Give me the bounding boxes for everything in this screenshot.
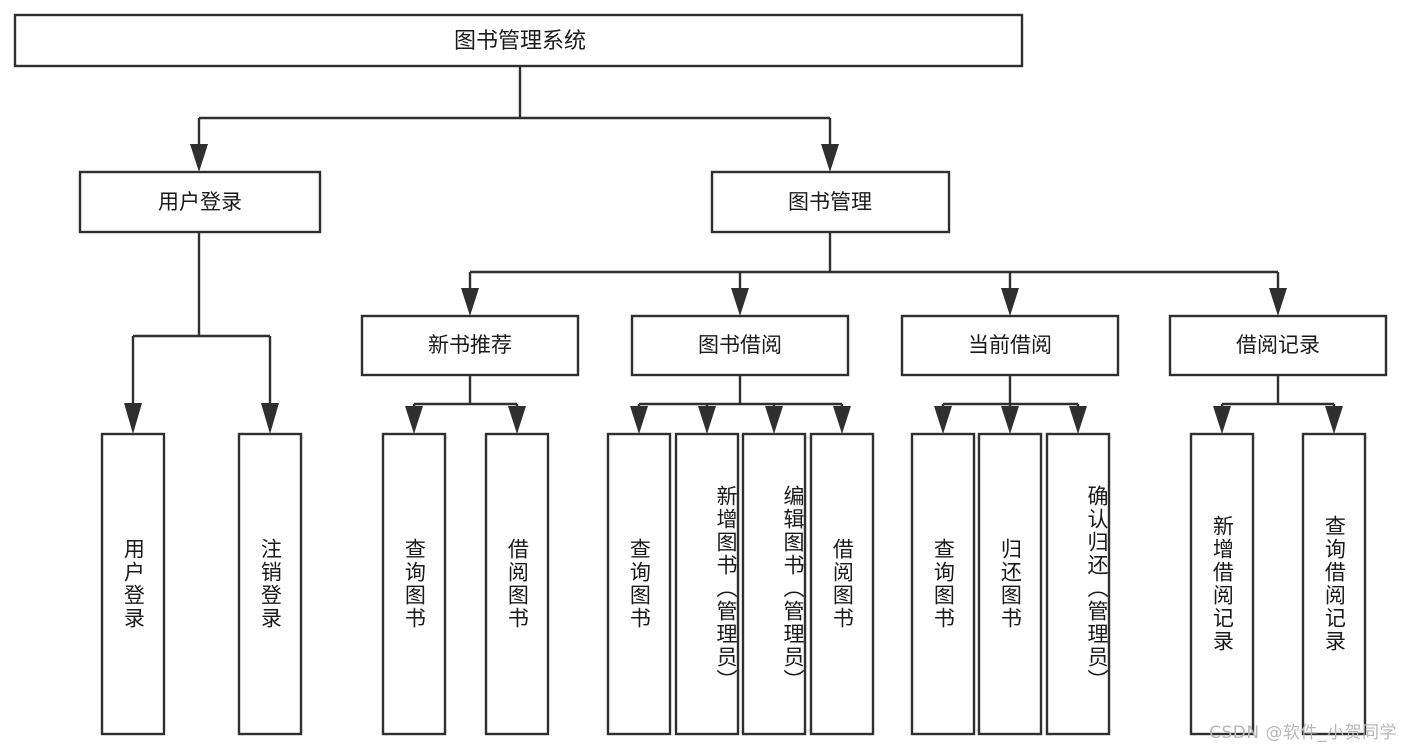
node-leaf-return-book[interactable] (977, 432, 1043, 736)
node-leaf-query-book-2[interactable] (606, 432, 672, 736)
arrow-bookborrow-leaf-2 (698, 406, 716, 434)
arrow-bookborrow-leaf-4 (833, 406, 851, 434)
arrow-bookmanage-child-1 (461, 288, 479, 316)
arrow-bookmanage-child-4 (1269, 288, 1287, 316)
arrow-currentborrow-leaf-3 (1069, 406, 1087, 434)
node-leaf-borrow-book-2[interactable] (809, 432, 875, 736)
node-root-label: 图书管理系统 (454, 29, 586, 54)
arrow-userlogin-leaf-1 (124, 403, 142, 434)
arrow-currentborrow-leaf-2 (1001, 406, 1019, 434)
arrow-userlogin-leaf-2 (261, 403, 279, 434)
arrow-bookborrow-leaf-1 (630, 406, 648, 434)
node-new-book-recommend-label: 新书推荐 (428, 333, 512, 357)
arrow-borrowrecord-leaf-2 (1325, 406, 1343, 434)
node-user-login[interactable] (78, 170, 322, 234)
arrow-bookborrow-leaf-3 (765, 406, 783, 434)
csdn-watermark: CSDN @软件_小贺同学 (1209, 723, 1397, 743)
node-leaf-logout-login[interactable] (237, 432, 303, 736)
node-leaf-borrow-book-1[interactable] (484, 432, 550, 736)
node-root[interactable] (13, 13, 1024, 68)
arrow-bookmanage-child-3 (1001, 288, 1019, 316)
arrow-root-to-user-login (190, 144, 208, 172)
node-borrow-record-label: 借阅记录 (1236, 333, 1320, 357)
node-leaf-user-login[interactable] (100, 432, 166, 736)
nodes-layer: 图书管理系统 用户登录 图书管理 新书推荐 图书借阅 当前借阅 借阅记录 (13, 13, 1388, 736)
node-book-manage[interactable] (710, 170, 951, 234)
arrow-root-to-book-manage (821, 144, 839, 172)
node-new-book-recommend[interactable] (360, 314, 580, 377)
arrow-currentborrow-leaf-1 (934, 406, 952, 434)
node-book-borrow-label: 图书借阅 (698, 333, 782, 357)
node-user-login-label: 用户登录 (158, 190, 242, 214)
arrow-borrowrecord-leaf-1 (1213, 406, 1231, 434)
arrow-bookmanage-child-2 (731, 288, 749, 316)
node-book-manage-label: 图书管理 (788, 190, 872, 214)
node-leaf-add-book[interactable] (674, 432, 740, 736)
node-current-borrow-label: 当前借阅 (968, 333, 1052, 357)
arrow-newbook-leaf-2 (508, 406, 526, 434)
node-leaf-query-book-1[interactable] (381, 432, 447, 736)
node-leaf-edit-book[interactable] (741, 432, 807, 736)
node-leaf-query-record[interactable] (1301, 432, 1367, 736)
node-book-borrow[interactable] (630, 314, 850, 377)
node-current-borrow[interactable] (900, 314, 1120, 377)
node-borrow-record[interactable] (1168, 314, 1388, 377)
arrow-newbook-leaf-1 (405, 406, 423, 434)
node-leaf-confirm-return[interactable] (1045, 432, 1111, 736)
node-leaf-query-book-3[interactable] (910, 432, 976, 736)
connectors-layer (124, 66, 1343, 434)
node-leaf-add-record[interactable] (1189, 432, 1255, 736)
